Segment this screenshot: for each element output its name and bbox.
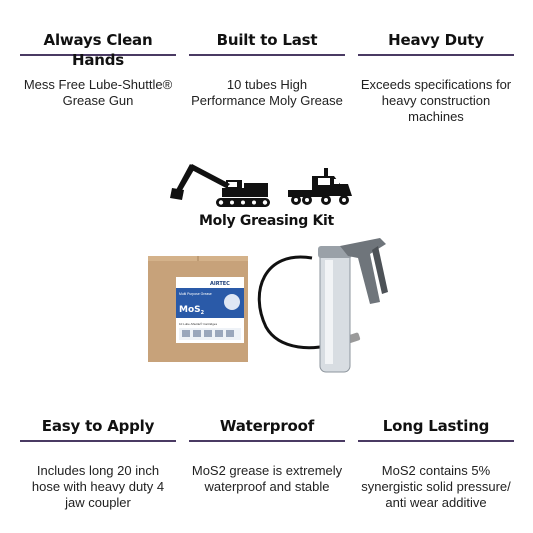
feature-description: MoS2 grease is extremely waterproof and …	[191, 463, 343, 494]
box-brand: AIRTEC	[210, 281, 230, 287]
kit-title: Moly Greasing Kit	[199, 213, 334, 229]
feature-divider	[20, 54, 176, 56]
feature-title: Built to Last	[216, 31, 318, 49]
feature-built-to-last: Built to Last 10 tubes High Performance …	[189, 30, 345, 109]
feature-description: Exceeds specifications for heavy constru…	[360, 77, 512, 124]
feature-divider	[189, 54, 345, 56]
feature-heavy-duty: Heavy Duty Exceeds specifications for he…	[358, 30, 514, 125]
feature-clean-hands: Always Clean Hands Mess Free Lube-Shuttl…	[20, 30, 176, 109]
vehicles-illustration	[170, 164, 352, 207]
truck-icon	[288, 168, 352, 205]
feature-divider	[358, 54, 514, 56]
feature-waterproof: Waterproof MoS2 grease is extremely wate…	[189, 416, 345, 495]
feature-divider	[20, 440, 176, 442]
feature-title: Waterproof	[219, 417, 315, 435]
feature-divider	[358, 440, 514, 442]
product-image: AIRTEC Multi Purpose Grease MoS2 10 Lube…	[148, 238, 388, 373]
feature-easy-to-apply: Easy to Apply Includes long 20 inch hose…	[20, 416, 176, 511]
feature-title: Always Clean Hands	[43, 31, 153, 69]
excavator-icon	[170, 164, 270, 207]
product-box: AIRTEC Multi Purpose Grease MoS2 10 Lube…	[148, 256, 248, 362]
grease-gun	[257, 238, 388, 373]
feature-long-lasting: Long Lasting MoS2 contains 5% synergisti…	[358, 416, 514, 511]
feature-title: Long Lasting	[382, 417, 490, 435]
feature-title: Heavy Duty	[388, 31, 484, 49]
feature-description: MoS2 contains 5% synergistic solid press…	[361, 463, 511, 510]
feature-title: Easy to Apply	[41, 417, 155, 435]
box-subtitle: Multi Purpose Grease	[179, 292, 212, 296]
feature-description: Mess Free Lube-Shuttle® Grease Gun	[23, 77, 173, 108]
box-product: MoS2	[179, 305, 205, 316]
feature-description: 10 tubes High Performance Moly Grease	[191, 77, 343, 108]
box-tubes-label: 10 Lube-Shuttle® Cartridges	[179, 322, 218, 326]
feature-divider	[189, 440, 345, 442]
feature-description: Includes long 20 inch hose with heavy du…	[31, 463, 165, 510]
